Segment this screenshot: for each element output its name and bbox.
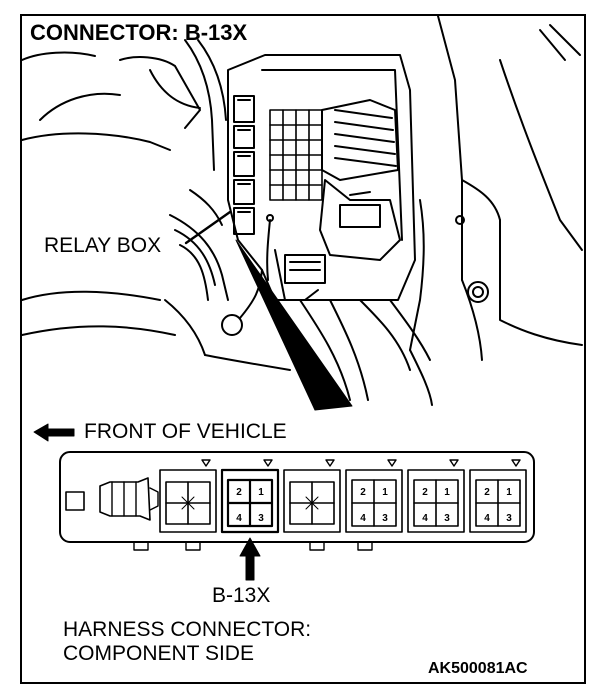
engine-bay-lineart <box>21 15 583 411</box>
pin-number: 1 <box>444 487 450 498</box>
harness-connector-label: HARNESS CONNECTOR: <box>63 618 312 641</box>
figure-code: AK500081AC <box>428 660 528 677</box>
relay-socket-5 <box>407 469 465 533</box>
pin-number: 2 <box>484 487 490 498</box>
pin-number: 1 <box>258 487 264 498</box>
pin-number: 3 <box>444 513 450 524</box>
relay-box-label: RELAY BOX <box>44 234 162 257</box>
relay-socket-4 <box>345 469 403 533</box>
relay-socket-1 <box>159 469 217 533</box>
page-title: CONNECTOR: B-13X <box>30 20 248 45</box>
pin-number: 2 <box>422 487 428 498</box>
component-side-label: COMPONENT SIDE <box>63 642 254 665</box>
b13x-pointer-arrow <box>239 537 261 581</box>
pin-number: 4 <box>236 513 242 524</box>
pin-number: 4 <box>422 513 428 524</box>
pin-number: 1 <box>506 487 512 498</box>
figure-frame <box>20 14 586 684</box>
pin-number: 2 <box>236 487 242 498</box>
pin-number: 4 <box>360 513 366 524</box>
front-of-vehicle-label: FRONT OF VEHICLE <box>84 420 287 443</box>
relay-socket-6 <box>469 469 527 533</box>
pin-number: 3 <box>382 513 388 524</box>
front-direction-arrow <box>33 423 75 442</box>
pin-number: 1 <box>382 487 388 498</box>
pin-number: 3 <box>506 513 512 524</box>
pin-number: 4 <box>484 513 490 524</box>
pin-number: 3 <box>258 513 264 524</box>
relay-socket-b13x <box>220 468 280 534</box>
connector-strip <box>59 451 535 551</box>
relay-socket-3 <box>283 469 341 533</box>
pin-number: 2 <box>360 487 366 498</box>
connector-id-label: B-13X <box>212 584 271 607</box>
